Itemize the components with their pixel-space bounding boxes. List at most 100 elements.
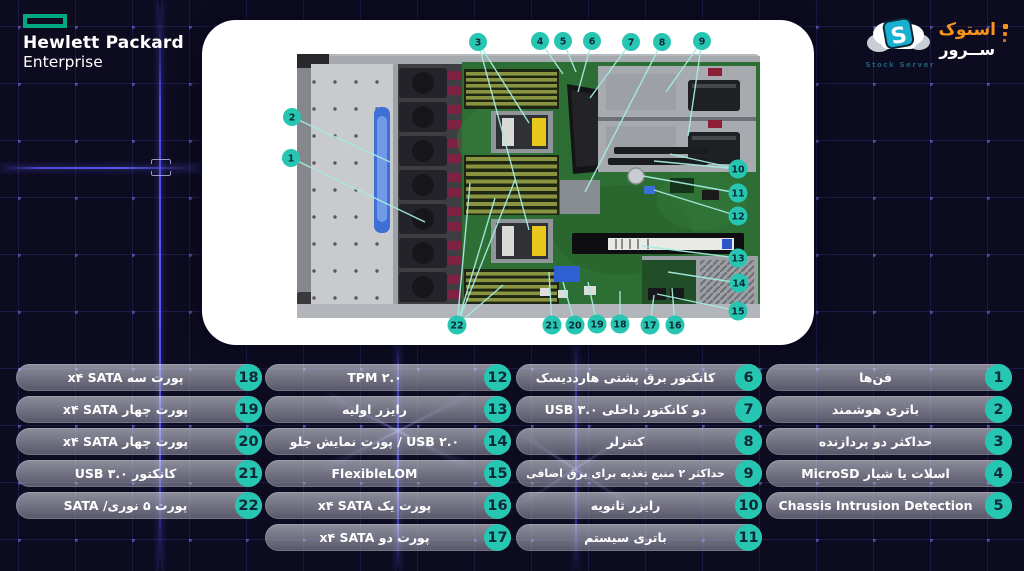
svg-text:5: 5 [560, 37, 567, 48]
svg-text:13: 13 [731, 254, 744, 265]
chipset [560, 180, 600, 214]
stock-server-fa-line2: ســرور [939, 39, 996, 59]
primary-riser [572, 233, 744, 254]
legend-item: 17 پورت دو x۴ SATA [265, 524, 511, 551]
legend-item-number: 10 [735, 492, 762, 519]
callout-14: 14 [729, 273, 749, 293]
hpe-logo-line1: Hewlett Packard [23, 33, 184, 53]
legend-item-label: TPM ۲.۰ [347, 370, 402, 385]
legend-item: 1 فن‌ها [766, 364, 1012, 391]
power-supply-bay [598, 66, 756, 172]
svg-text:21: 21 [545, 321, 558, 332]
legend-item-number: 15 [484, 460, 511, 487]
legend-item: 15 FlexibleLOM [265, 460, 511, 487]
legend-item-label: پورت چهار x۴ SATA [62, 434, 189, 449]
legend-item-label: حداکثر دو پردازنده [818, 434, 933, 449]
svg-text:15: 15 [731, 307, 744, 318]
callout-markers: 1 2 3 4 5 6 7 8 9 10 11 12 13 14 15 16 1… [282, 32, 749, 335]
callout-18: 18 [610, 314, 630, 334]
legend-item-number: 19 [235, 396, 262, 423]
legend-item-number: 7 [735, 396, 762, 423]
cpu-label-yellow [532, 226, 546, 256]
legend-item: 8 کنترلر [516, 428, 762, 455]
legend-item-label: حداکثر ۲ منبع تغذیه برای برق اضافی [526, 467, 725, 480]
legend-item: 20 پورت چهار x۴ SATA [16, 428, 262, 455]
legend-item-number: 16 [484, 492, 511, 519]
legend-item-label: فن‌ها [859, 370, 892, 385]
stock-server-fa-line1: استوک [938, 20, 996, 40]
legend-item-label: پورت دو x۴ SATA [319, 530, 430, 545]
legend-item-number: 6 [735, 364, 762, 391]
legend-item-label: FlexibleLOM [331, 466, 418, 481]
legend-item-number: 20 [235, 428, 262, 455]
tpm-module [644, 186, 655, 194]
legend-item-label: پورت ۵ نوری/ SATA [63, 498, 188, 513]
stock-server-cloud: S Stock Server [865, 13, 936, 69]
stock-server-caption: Stock Server [865, 61, 936, 69]
legend-item-label: باتری سیستم [584, 530, 667, 545]
legend-item-number: 17 [484, 524, 511, 551]
svg-text:10: 10 [731, 165, 745, 176]
corner-bracket-decoration [151, 159, 171, 176]
callout-21: 21 [542, 315, 562, 335]
server-diagram-card: 1 2 3 4 5 6 7 8 9 10 11 12 13 14 15 16 1… [202, 20, 814, 345]
cpu-2 [491, 219, 553, 263]
legend-item-number: 1 [985, 364, 1012, 391]
legend-item: 5 Chassis Intrusion Detection [766, 492, 1012, 519]
legend-item: 19 پورت چهار x۴ SATA [16, 396, 262, 423]
psu-pull-tab [708, 120, 722, 128]
svg-text:20: 20 [568, 321, 582, 332]
legend-item-label: رایزر اولیه [342, 402, 407, 417]
svg-text:1: 1 [288, 154, 295, 165]
legend-item-label: Chassis Intrusion Detection [778, 498, 973, 513]
chassis-bottom-rail [297, 304, 760, 318]
svg-text:22: 22 [450, 321, 463, 332]
callout-12: 12 [728, 206, 748, 226]
legend-item-label: رایزر ثانویه [590, 498, 661, 513]
smart-battery [374, 107, 390, 233]
dimm-bank-1 [464, 69, 559, 109]
callout-13: 13 [728, 248, 748, 268]
callout-8: 8 [653, 33, 671, 51]
legend-item-number: 9 [735, 460, 762, 487]
callout-6: 6 [583, 32, 601, 50]
legend-item: 22 پورت ۵ نوری/ SATA [16, 492, 262, 519]
svg-text:2: 2 [289, 113, 296, 124]
legend-item-number: 5 [985, 492, 1012, 519]
legend-item-number: 13 [484, 396, 511, 423]
legend-item: 16 پورت یک x۴ SATA [265, 492, 511, 519]
svg-text:8: 8 [659, 38, 666, 49]
legend-item: 13 رایزر اولیه [265, 396, 511, 423]
callout-15: 15 [728, 301, 748, 321]
legend-item-number: 22 [235, 492, 262, 519]
legend-item-label: پورت سه x۴ SATA [67, 370, 184, 385]
hpe-logo-line2: Enterprise [23, 52, 103, 71]
legend-item-label: پورت چهار x۴ SATA [62, 402, 189, 417]
legend-item-number: 8 [735, 428, 762, 455]
legend-item-label: کانکتور برق پشتی هارددیسک [535, 370, 716, 385]
callout-16: 16 [665, 315, 685, 335]
stock-server-logo: S Stock Server استوک ســرور [865, 13, 1008, 69]
legend-item-label: کنترلر [606, 434, 645, 449]
callout-5: 5 [554, 32, 572, 50]
legend-item-number: 2 [985, 396, 1012, 423]
legend-item-number: 12 [484, 364, 511, 391]
svg-text:17: 17 [643, 321, 656, 332]
psu-pull-tab [708, 68, 722, 76]
cpu-1 [491, 111, 553, 153]
legend-item-label: پورت یک x۴ SATA [317, 498, 432, 513]
dimm-bank-3 [464, 269, 559, 305]
fan-bank [398, 64, 462, 312]
legend-item: 6 کانکتور برق پشتی هارددیسک [516, 364, 762, 391]
callout-7: 7 [622, 33, 640, 51]
legend-item: 12 TPM ۲.۰ [265, 364, 511, 391]
system-battery [627, 167, 645, 185]
callout-20: 20 [565, 315, 585, 335]
hpe-logo: Hewlett Packard Enterprise [23, 14, 184, 71]
callout-2: 2 [283, 108, 301, 126]
